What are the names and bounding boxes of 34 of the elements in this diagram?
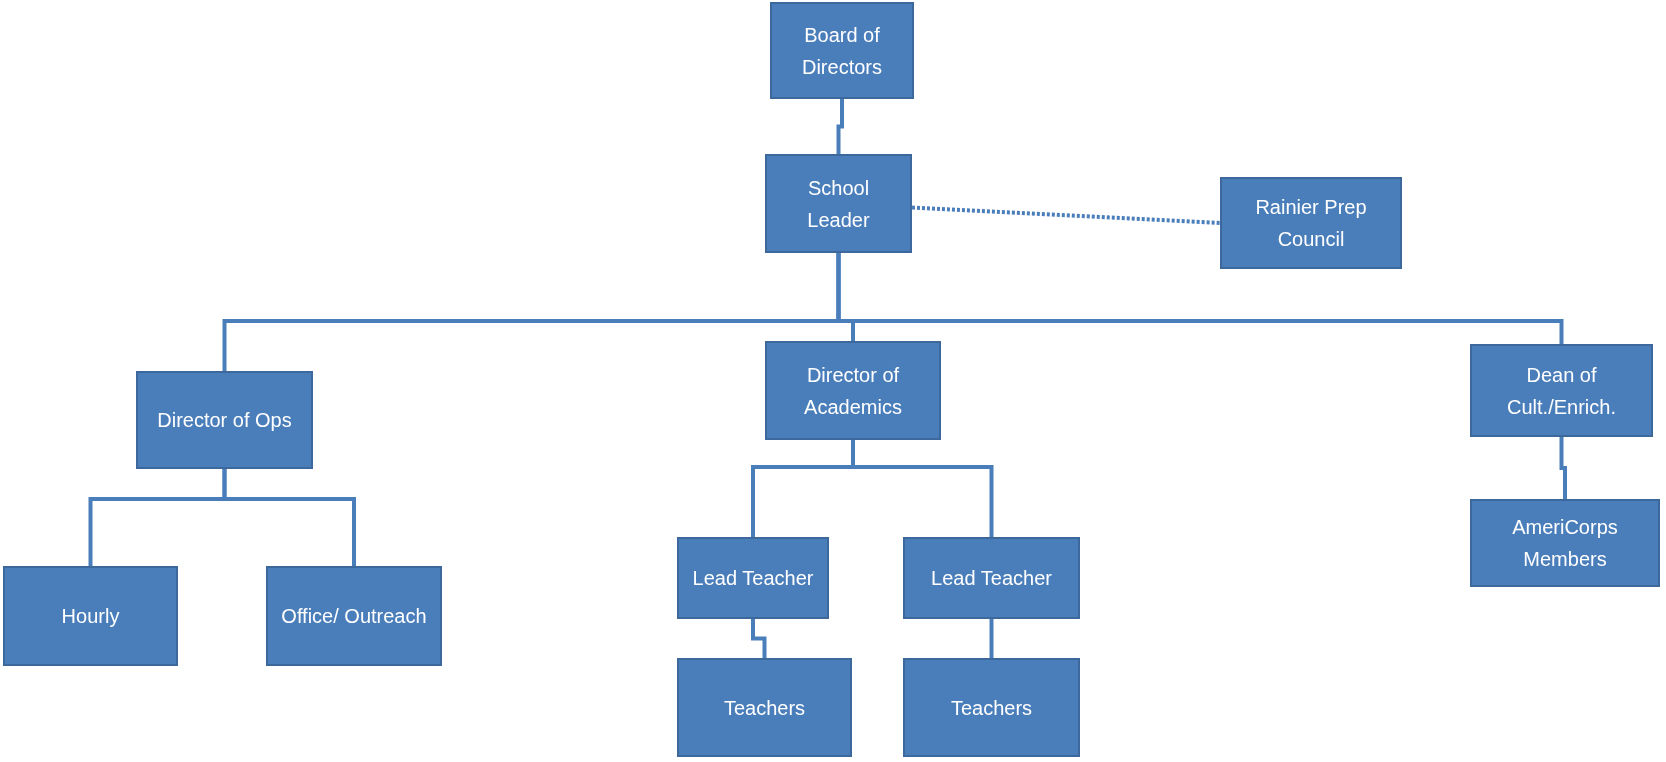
box-label: Lead Teacher (692, 566, 814, 591)
box-label: Teachers (723, 695, 806, 721)
box-label: AmeriCorps Members (1511, 515, 1619, 572)
connector-line (836, 99, 844, 154)
connector-line (1559, 437, 1567, 499)
dotted-connector (911, 205, 1221, 225)
org-box (266, 566, 442, 666)
connector-line (836, 253, 1564, 344)
org-box (1470, 499, 1660, 587)
connector-line (989, 619, 994, 658)
org-box (765, 154, 912, 253)
org-box (677, 537, 829, 619)
box-label: Teachers (950, 695, 1033, 721)
connector-line (222, 469, 356, 566)
org-box (765, 341, 941, 440)
box-label: Rainier Prep Council (1254, 195, 1368, 252)
org-box (677, 658, 852, 757)
box-label: Lead Teacher (931, 566, 1052, 591)
org-box (903, 537, 1080, 619)
org-box (136, 371, 313, 469)
connector-line (751, 619, 767, 658)
box-label: Office/ Outreach (281, 604, 427, 629)
box-label: Board of Directors (801, 22, 883, 80)
org-box (903, 658, 1080, 757)
org-box (1470, 344, 1653, 437)
box-label: Director of Academics (803, 362, 903, 420)
org-box (1220, 177, 1402, 269)
org-box (3, 566, 178, 666)
org-box (770, 2, 914, 99)
box-label: Hourly (61, 604, 120, 629)
connector-line (851, 440, 994, 537)
box-label: Dean of Cult./Enrich. (1506, 362, 1617, 420)
box-label: School Leader (806, 175, 871, 233)
box-label: Director of Ops (157, 408, 292, 433)
